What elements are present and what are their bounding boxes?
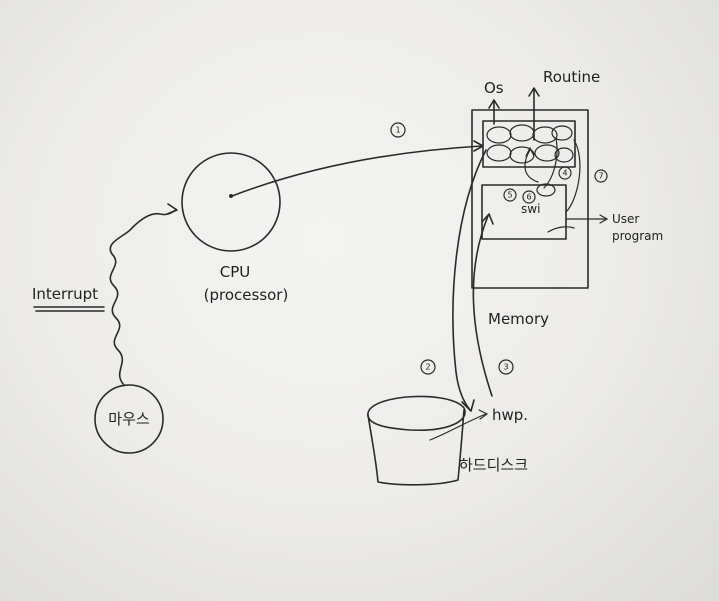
step-5-label: 5 (507, 191, 512, 200)
step-4-label: 4 (562, 169, 567, 178)
cpu-dot (229, 194, 233, 198)
swi-label: swi (521, 202, 540, 216)
interrupt-arrowhead (166, 203, 178, 215)
step-1-marker (390, 122, 406, 138)
step-1-label: 1 (395, 126, 400, 135)
step-3-marker (498, 359, 514, 375)
step-6-marker (522, 190, 536, 204)
step-6-label: 6 (526, 193, 531, 202)
interrupt-label: Interrupt (32, 285, 98, 303)
memory-label: Memory (488, 310, 549, 328)
mouse-label: 마우스 (108, 410, 150, 428)
step-2-marker (420, 359, 436, 375)
cpu-sublabel: (processor) (204, 286, 289, 304)
disk-to-user-arrowhead (481, 213, 494, 225)
step-7-label: 7 (598, 172, 603, 181)
user-program-pointer-head (599, 214, 609, 224)
routine-return-arrow (565, 139, 581, 213)
cpu-to-os-arrow (231, 145, 483, 197)
user-program-mark (547, 226, 575, 233)
disk-to-user-arrow (472, 215, 493, 397)
os-label: Os (484, 79, 504, 97)
step-4-marker (558, 166, 572, 180)
os-cells (486, 124, 574, 164)
routine-label: Routine (543, 68, 600, 86)
mouse-node (94, 384, 164, 454)
memory-block (471, 109, 589, 289)
file-label: hwp. (492, 406, 528, 424)
os-to-swi-arrow (543, 137, 558, 189)
cpu-label: CPU (220, 263, 251, 281)
disk-file-pointer-head (478, 409, 489, 420)
step-7-marker (594, 169, 608, 183)
step-5-marker (503, 188, 517, 202)
os-to-disk-arrow (452, 149, 487, 411)
step-2-label: 2 (425, 363, 430, 372)
interrupt-signal (109, 209, 177, 386)
hard-disk-top (367, 395, 466, 431)
user-label-line2: program (612, 229, 663, 243)
os-region (482, 120, 576, 168)
swi-to-os-arrow (524, 149, 539, 183)
hard-disk-body (367, 409, 465, 486)
user-label-line1: User (612, 212, 639, 226)
hard-disk-label: 하드디스크 (459, 456, 528, 474)
os-pointer-head (488, 99, 500, 109)
os-to-disk-arrowhead (461, 399, 475, 412)
cpu-node (181, 152, 281, 252)
disk-file-pointer (429, 413, 487, 441)
swi-to-os-arrowhead (525, 146, 535, 157)
routine-pointer-head (528, 87, 540, 97)
swi-cell (536, 183, 556, 197)
step-3-label: 3 (503, 363, 508, 372)
